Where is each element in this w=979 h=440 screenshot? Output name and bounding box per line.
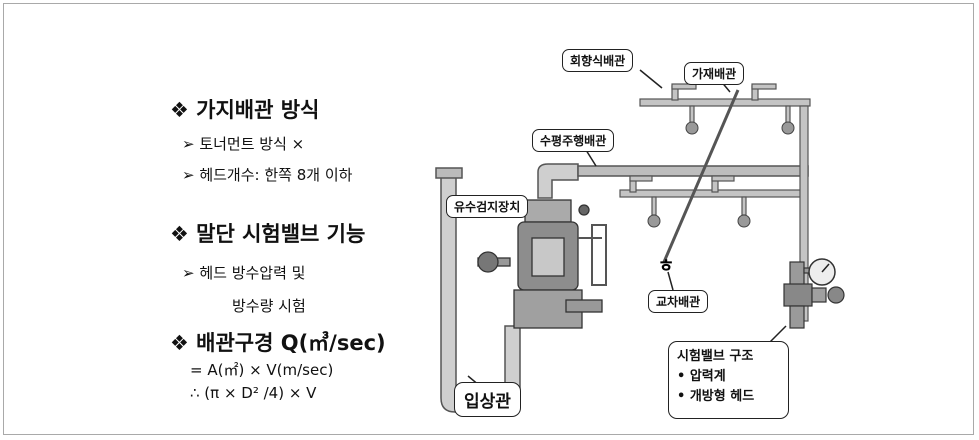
heading-branch-pipe-method: ❖ 가지배관 방식	[170, 98, 320, 122]
test-valve-structure-title: 시험밸브 구조	[677, 349, 754, 364]
bullet-flow-test: 방수량 시험	[232, 297, 306, 315]
label-return-pipe: 회향식배관	[562, 49, 634, 72]
formula-diameter: ∴ (π × D² /4) × V	[190, 384, 317, 402]
bullet-head-count: ➢ 헤드개수: 한쪽 8개 이하	[182, 166, 353, 184]
cross-pipe-end-symbol: ㅎ	[658, 256, 675, 277]
flow-detector-valve	[477, 199, 607, 329]
formula-area-velocity: = A(㎡) × V(m/sec)	[190, 361, 334, 379]
pointer-test-valve	[769, 325, 787, 343]
heading-test-valve-function: ❖ 말단 시험밸브 기능	[170, 222, 366, 246]
label-horizontal-pipe: 수평주행배관	[532, 129, 615, 152]
slide-frame	[3, 3, 974, 435]
upper-branch	[639, 83, 811, 125]
label-flow-detector: 유수검지장치	[446, 195, 529, 218]
pointer-horizontal-pipe	[585, 149, 597, 167]
bullet-tournament: ➢ 토너먼트 방식 ×	[182, 135, 305, 153]
heading-pipe-diameter: ❖ 배관구경 Q(㎥/sec)	[170, 331, 386, 355]
label-riser: 입상관	[454, 382, 521, 417]
lower-sprinkler-heads	[647, 214, 751, 228]
test-valve-item-open-head: • 개방형 헤드	[677, 389, 755, 404]
label-cross-pipe: 교차배관	[648, 290, 709, 313]
test-valve-structure-box: 시험밸브 구조 • 압력계 • 개방형 헤드	[668, 341, 789, 419]
cross-pipe-line	[662, 89, 740, 263]
upper-sprinkler-heads	[685, 121, 795, 135]
pointer-return-pipe	[639, 69, 663, 89]
pressure-gauge-icon	[808, 258, 836, 286]
label-branch-pipe: 가재배관	[684, 62, 745, 85]
lower-branch	[619, 175, 806, 216]
pointer-cross-pipe	[667, 271, 674, 291]
bullet-pressure-test: ➢ 헤드 방수압력 및	[182, 264, 306, 282]
test-valve-item-gauge: • 압력계	[677, 369, 726, 384]
